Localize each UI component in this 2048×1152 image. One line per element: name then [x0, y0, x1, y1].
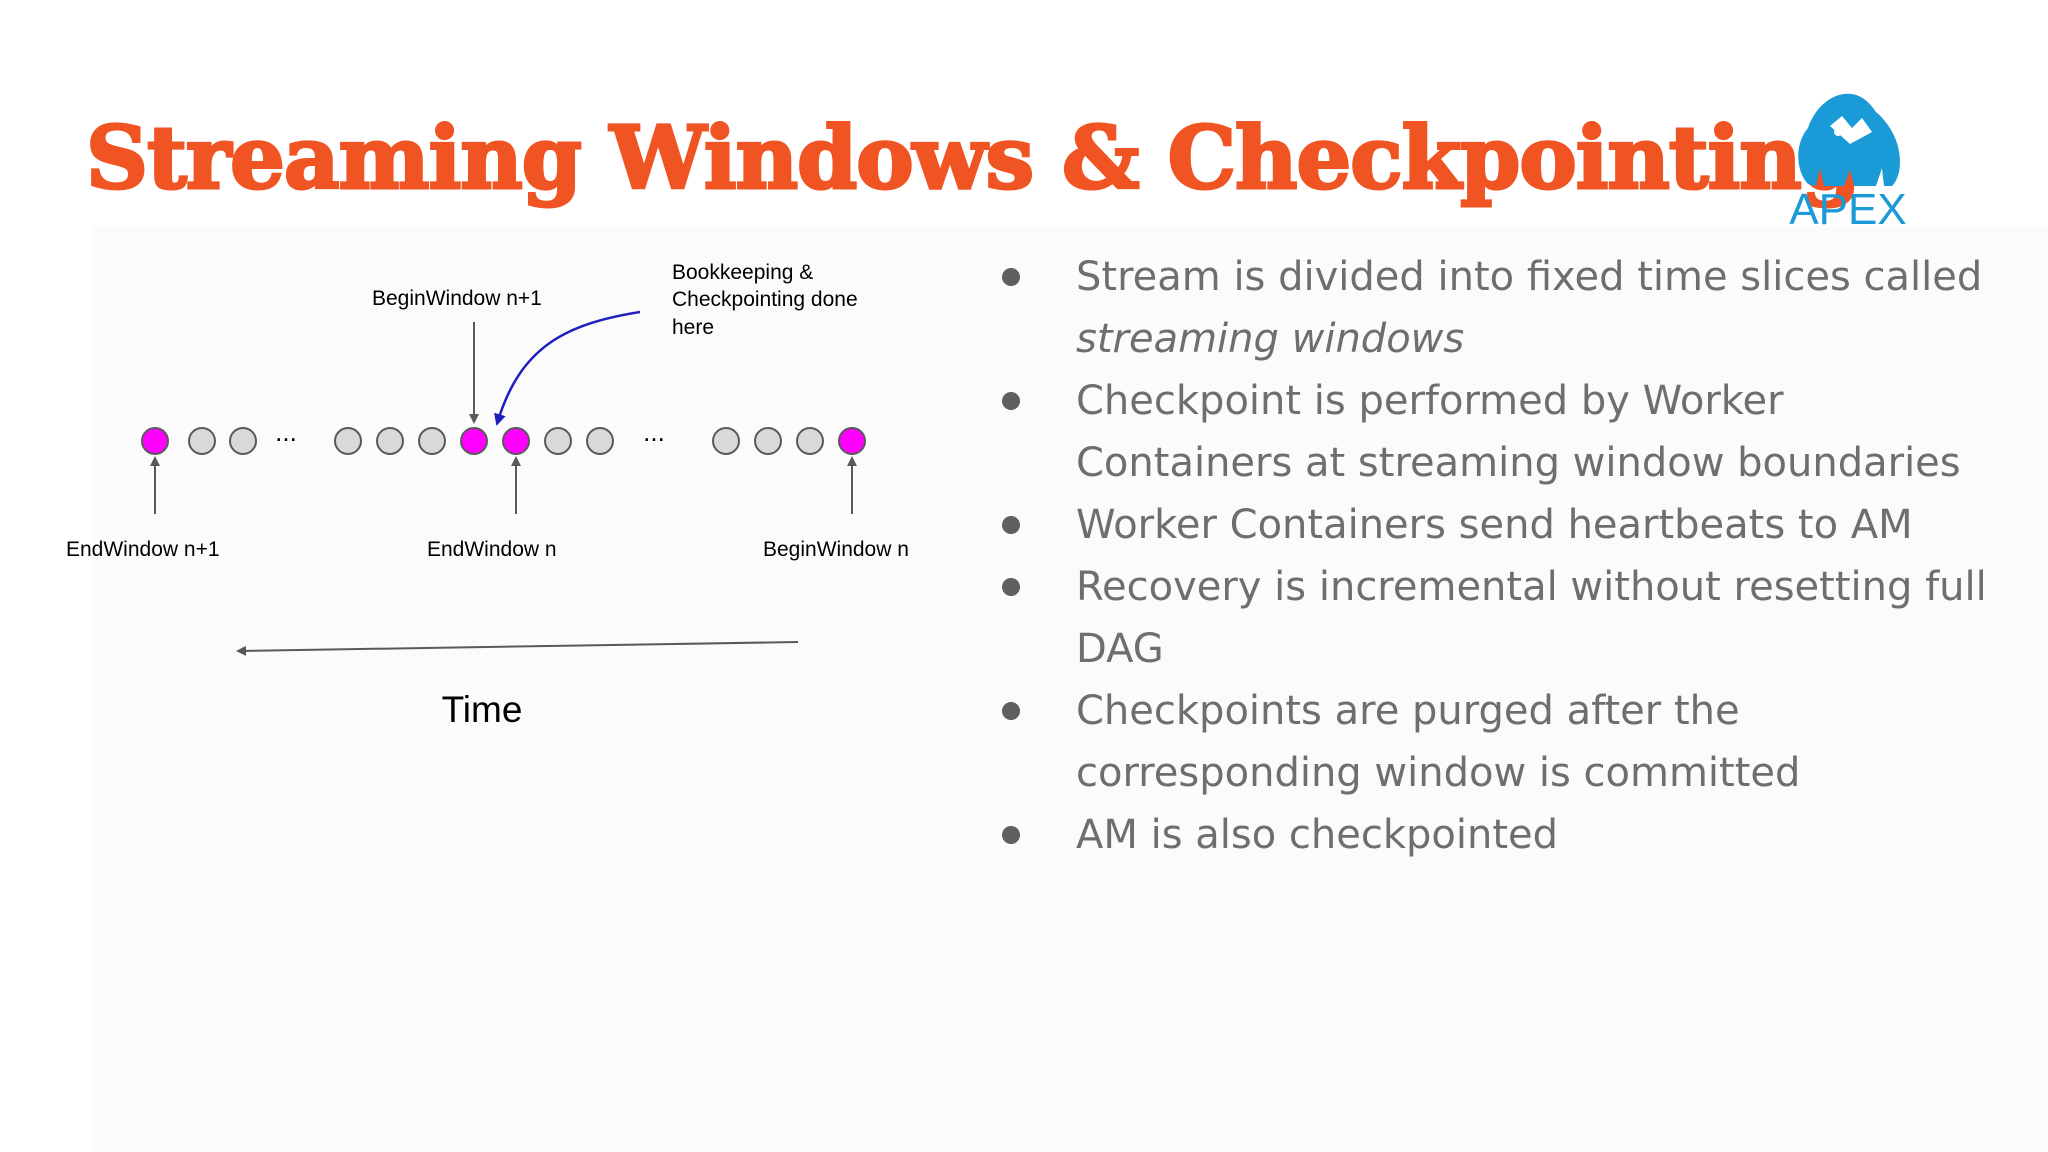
bullet-dot — [1002, 392, 1020, 410]
control-event — [460, 427, 488, 455]
bullet-item: Stream is divided into fixed time slices… — [994, 246, 1994, 370]
bullet-dot — [1002, 826, 1020, 844]
apex-logo: APEX — [1789, 93, 1907, 228]
begin-window-n1-label: BeginWindow n+1 — [372, 287, 542, 310]
bullet-item: Recovery is incremental without resettin… — [994, 556, 1994, 680]
bullet-item: AM is also checkpointed — [994, 804, 1994, 866]
data-event — [418, 427, 446, 455]
data-event — [796, 427, 824, 455]
data-event — [544, 427, 572, 455]
ellipsis: ... — [275, 417, 297, 447]
bullet-dot — [1002, 268, 1020, 286]
bookkeeping-label-line2: Checkpointing done — [672, 288, 858, 311]
control-event — [838, 427, 866, 455]
callout-arrow — [494, 310, 641, 426]
ellipsis: ... — [643, 417, 665, 447]
gorilla-mascot-icon — [1798, 93, 1900, 186]
data-event — [229, 427, 257, 455]
bullet-text: Checkpoint is performed by Worker Contai… — [1076, 378, 1961, 486]
data-event — [188, 427, 216, 455]
data-event — [334, 427, 362, 455]
control-event — [502, 427, 530, 455]
event-sequence: ... ... — [141, 417, 866, 455]
end-window-n1-label: EndWindow n+1 — [66, 538, 220, 561]
bullet-item: Checkpoints are purged after the corresp… — [994, 680, 1994, 804]
bullet-emphasis: streaming windows — [1076, 316, 1465, 362]
bullet-item: Worker Containers send heartbeats to AM — [994, 494, 1994, 556]
logo-text: APEX — [1789, 185, 1906, 228]
begin-window-n-label: BeginWindow n — [763, 538, 909, 561]
time-label: Time — [442, 689, 523, 730]
control-event — [141, 427, 169, 455]
end-window-n-label: EndWindow n — [427, 538, 557, 561]
bullet-list: Stream is divided into fixed time slices… — [994, 246, 1994, 866]
bullet-text: Recovery is incremental without resettin… — [1076, 564, 1987, 672]
slide-title: Streaming Windows & Checkpointing — [85, 108, 1863, 209]
bullet-text: Stream is divided into fixed time slices… — [1076, 254, 1983, 300]
data-event — [376, 427, 404, 455]
bullet-text: Worker Containers send heartbeats to AM — [1076, 502, 1913, 548]
data-event — [754, 427, 782, 455]
time-arrow — [236, 641, 799, 656]
bookkeeping-label-line3: here — [672, 316, 714, 339]
bullet-dot — [1002, 578, 1020, 596]
data-event — [586, 427, 614, 455]
bullet-dot — [1002, 702, 1020, 720]
bullet-text: Checkpoints are purged after the corresp… — [1076, 688, 1801, 796]
bullet-dot — [1002, 516, 1020, 534]
bullet-text: AM is also checkpointed — [1076, 812, 1559, 858]
bookkeeping-label-line1: Bookkeeping & — [672, 261, 813, 284]
data-event — [712, 427, 740, 455]
bullet-item: Checkpoint is performed by Worker Contai… — [994, 370, 1994, 494]
slide-background — [92, 226, 2048, 1152]
